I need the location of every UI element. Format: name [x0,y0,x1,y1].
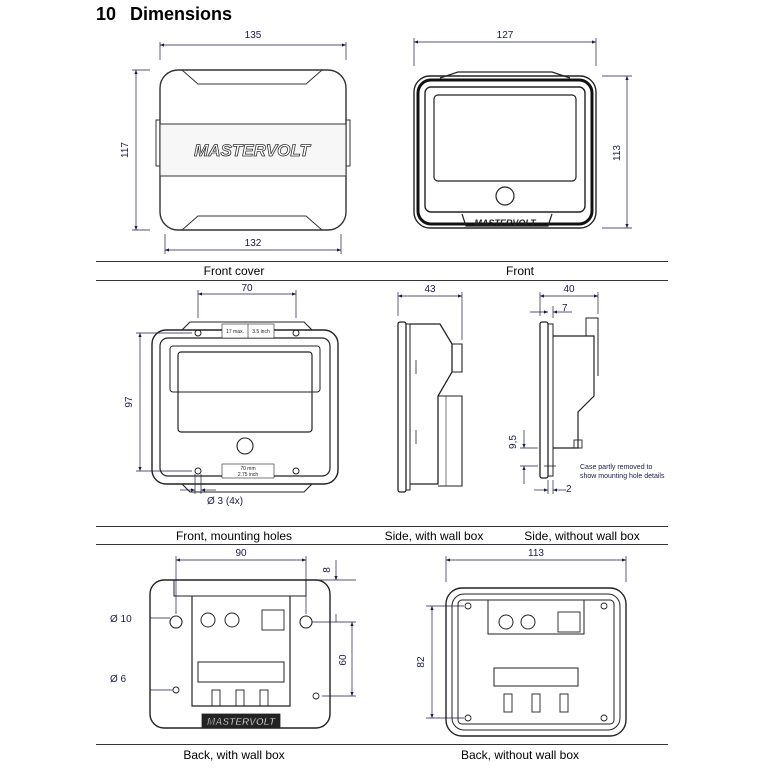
caption-front: Front [505,264,535,278]
divider-5 [96,744,668,745]
dim-side-40: 40 [563,284,575,295]
dim-back-8: 8 [322,567,333,573]
dim-back-90: 90 [235,548,247,559]
dim-back-60: 60 [338,654,349,666]
dim-back-hole-10: Ø 10 [110,614,132,625]
dim-back2-113: 113 [528,548,544,559]
dim-side-wall-43: 43 [424,284,436,295]
divider-3 [96,526,668,527]
dim-mount-70: 70 [241,283,253,294]
back-wall-box-drawing [149,579,331,729]
dim-side-2: 2 [566,484,572,495]
section-number: 10 [96,4,117,24]
section-title: Dimensions [130,4,233,24]
dim-mount-hole: Ø 3 (4x) [207,496,243,507]
back-logo: MASTERVOLT [207,717,276,728]
dim-mount-97: 97 [124,396,135,408]
dim-front-127: 127 [497,30,514,41]
front-logo: MASTERVOLT [474,218,537,228]
divider-1 [96,261,668,262]
section-heading: 10 Dimensions [96,4,232,25]
divider-2 [96,280,668,281]
caption-back-no-wall-box: Back, without wall box [460,748,580,762]
caption-side-no-wall-box: Side, without wall box [524,529,640,543]
dim-side-7: 7 [562,303,568,314]
label-inch-top: 3.5 inch [252,329,270,335]
side-wall-box-drawing [397,321,463,493]
dim-back2-82: 82 [416,656,427,668]
label-inch-bottom: 2.75 inch [238,472,259,478]
dim-front-cover-117: 117 [120,142,131,158]
dim-front-cover-132: 132 [245,238,262,249]
caption-front-mounting: Front, mounting holes [175,529,293,543]
dim-front-cover-135: 135 [245,30,262,41]
dim-side-95: 9,5 [508,435,519,449]
dim-front-113: 113 [612,145,623,161]
front-cover-drawing [155,69,351,231]
caption-front-cover: Front cover [203,264,265,278]
mounting-drawing [151,321,339,493]
label-70mm: 70 mm [240,466,255,472]
caption-side-wall-box: Side, with wall box [384,529,484,543]
case-note-line1: Case partly removed to [580,464,652,471]
front-drawing [413,71,597,229]
label-17max: 17 max. [226,329,244,335]
divider-4 [96,544,668,545]
front-cover-logo: MASTERVOLT [194,141,311,160]
case-note-line2: show mounting hole details [580,473,665,480]
dim-back-hole-6: Ø 6 [110,674,127,685]
caption-back-wall-box: Back, with wall box [183,748,285,762]
back-no-wall-box-drawing [445,587,627,737]
side-no-wall-box-drawing [539,317,599,479]
